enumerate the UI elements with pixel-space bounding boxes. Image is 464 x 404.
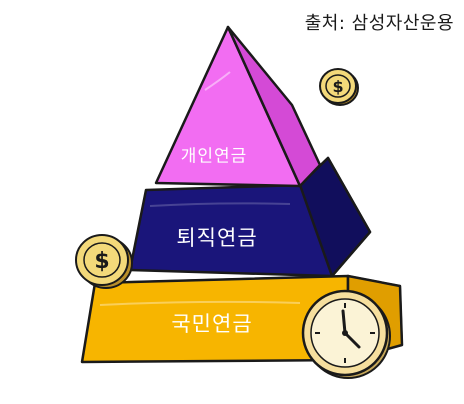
tier-label-personal-pension: 개인연금 (180, 146, 248, 167)
source-caption: 출처: 삼성자산운용 (304, 13, 454, 34)
tier-top (154, 25, 322, 188)
dollar-coin-icon: $ (319, 68, 359, 106)
tier-label-national-pension: 국민연금 (171, 312, 253, 336)
svg-text:$: $ (94, 249, 109, 274)
tier-label-retirement-pension: 퇴직연금 (176, 226, 258, 250)
dollar-coin-icon: $ (75, 234, 133, 289)
svg-text:$: $ (332, 77, 343, 96)
clock-icon (301, 289, 391, 379)
